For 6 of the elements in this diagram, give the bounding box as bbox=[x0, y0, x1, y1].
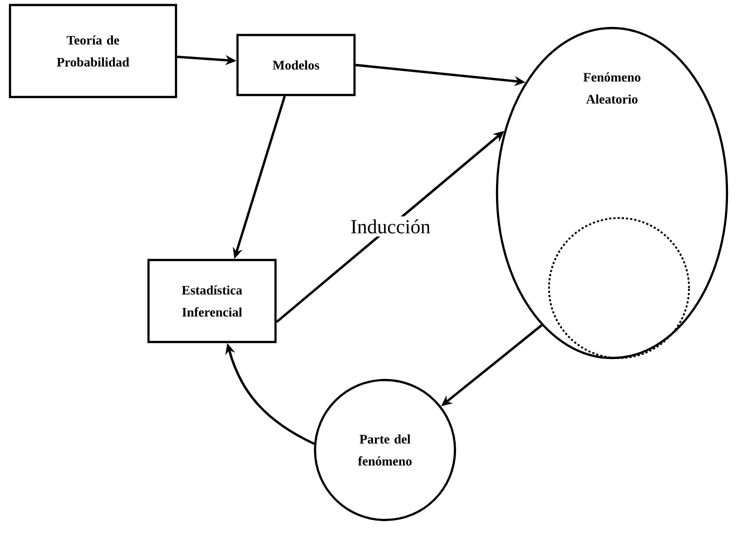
process-box: Estadística Inferencial bbox=[147, 258, 277, 344]
process-box: Modelos bbox=[236, 34, 356, 96]
edge-label: Inducción bbox=[348, 216, 434, 236]
dotted-circle bbox=[548, 217, 690, 359]
oval: Fenómeno Aleatorio bbox=[496, 26, 728, 360]
process-box: Teoría de Probabilidad bbox=[8, 4, 178, 98]
